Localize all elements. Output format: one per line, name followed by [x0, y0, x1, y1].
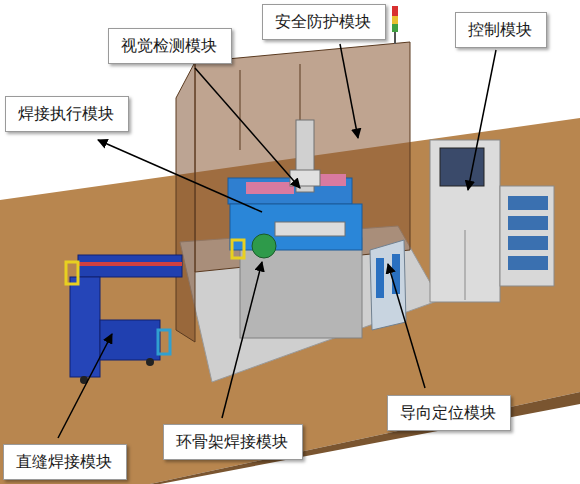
- module-label: 导向定位模块: [400, 403, 498, 422]
- yellow-handle: [232, 240, 244, 258]
- guide-bar: [392, 254, 400, 294]
- leader-line: [222, 262, 262, 418]
- welder-column: [70, 277, 100, 377]
- leader-line: [340, 44, 358, 138]
- shield-rib: [240, 70, 241, 150]
- camera-head: [290, 170, 320, 186]
- drawer: [508, 216, 548, 230]
- drawer: [508, 256, 548, 270]
- callout-box: 控制模块: [455, 12, 547, 48]
- signal-light: [392, 24, 398, 32]
- callout-box: 视觉检测模块: [108, 28, 232, 64]
- shelf-unit: [500, 186, 554, 286]
- signal-light: [392, 16, 398, 24]
- welder-arm: [78, 255, 182, 277]
- control-cabinet: [430, 140, 500, 302]
- shield-side: [176, 62, 195, 342]
- module-label: 直缝焊接模块: [16, 452, 114, 471]
- callout-box: 焊接执行模块: [5, 96, 129, 132]
- wheel: [146, 358, 154, 366]
- signal-light: [392, 6, 398, 16]
- callout-box: 安全防护模块: [262, 4, 386, 40]
- welder-handle: [158, 330, 170, 354]
- leader-line: [58, 334, 112, 438]
- callout-box: 环骨架焊接模块: [163, 424, 303, 460]
- callout-box: 导向定位模块: [387, 395, 511, 431]
- table-top: [0, 118, 580, 484]
- shield-back: [195, 42, 410, 272]
- yellow-handle: [66, 262, 78, 284]
- callout-box: 直缝焊接模块: [3, 444, 127, 480]
- drawer: [508, 236, 548, 250]
- module-label: 安全防护模块: [275, 12, 373, 31]
- spindle: [275, 222, 345, 236]
- module-label: 环骨架焊接模块: [176, 432, 290, 451]
- ring-disk: [252, 234, 276, 258]
- module-label: 焊接执行模块: [18, 104, 116, 123]
- table-edge: [150, 392, 580, 484]
- welder-seam: [78, 262, 182, 266]
- leader-line: [98, 140, 262, 212]
- leader-line: [468, 50, 496, 190]
- module-label: 控制模块: [468, 20, 534, 39]
- guide-bar: [376, 258, 384, 298]
- module-label: 视觉检测模块: [121, 36, 219, 55]
- leader-line: [195, 68, 300, 188]
- cabinet-screen: [440, 148, 484, 186]
- pink-bar: [246, 182, 294, 194]
- leader-line: [388, 264, 425, 388]
- blue-table: [230, 204, 362, 250]
- cabinet-door: [465, 230, 466, 300]
- drawer: [508, 196, 548, 210]
- guide-plate: [370, 240, 406, 330]
- signal-pole: [394, 32, 396, 44]
